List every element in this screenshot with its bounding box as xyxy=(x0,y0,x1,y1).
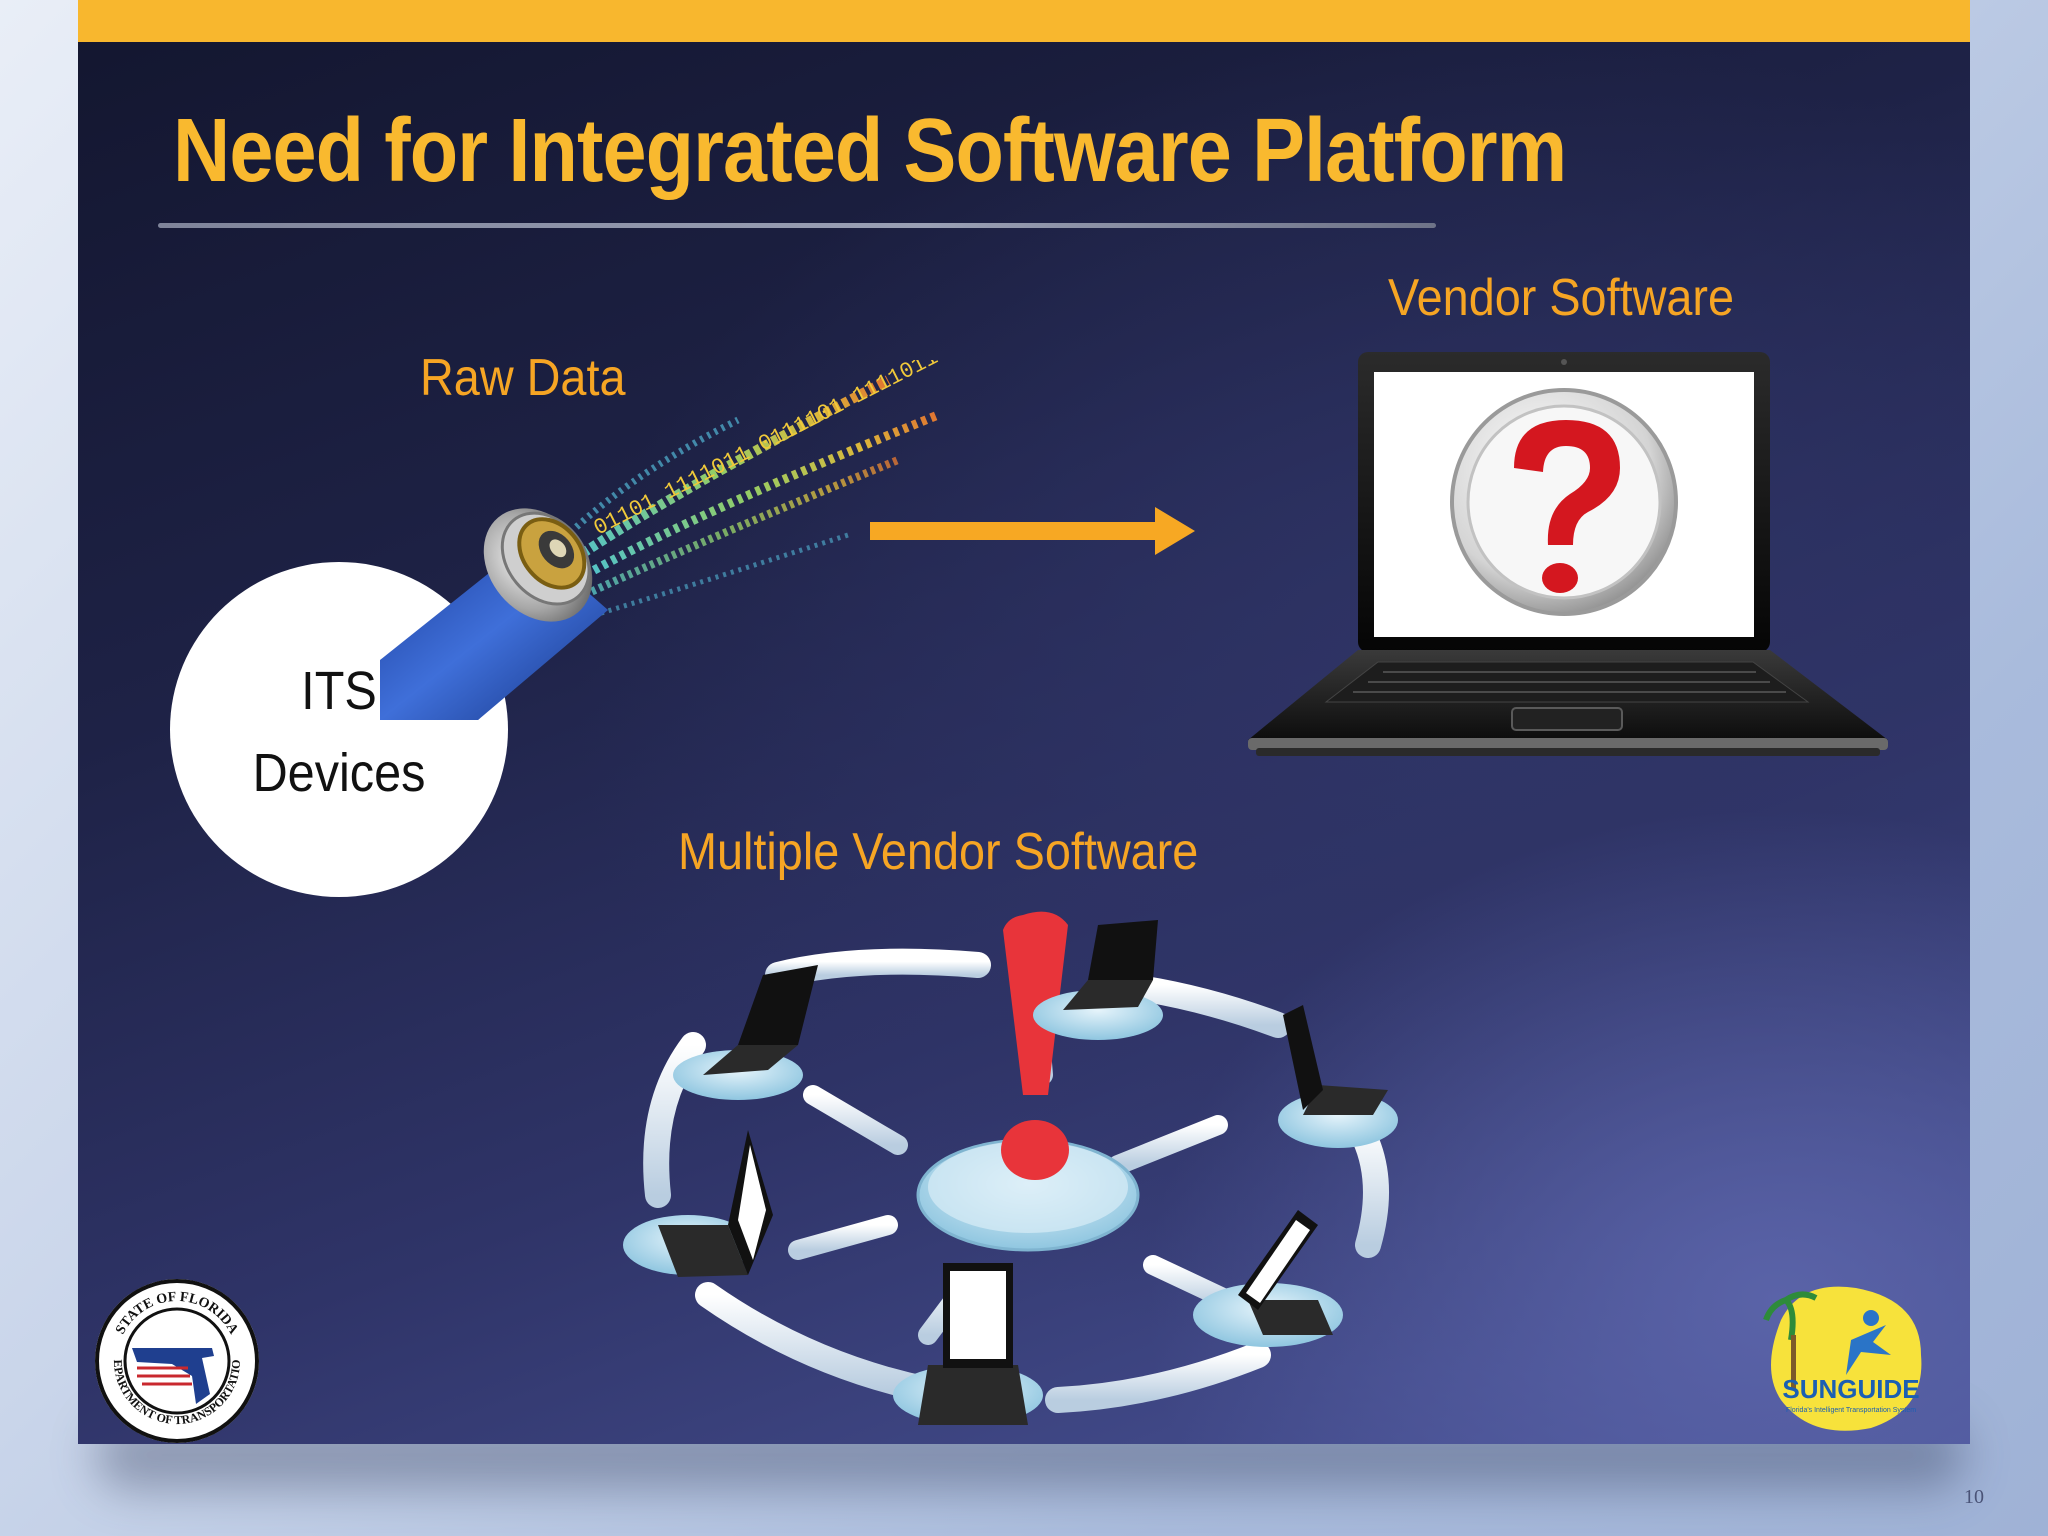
its-devices-label-line2: Devices xyxy=(252,743,426,803)
multiple-vendor-software-label: Multiple Vendor Software xyxy=(678,823,1199,881)
laptop-question-icon xyxy=(1248,352,1888,756)
page-number: 10 xyxy=(1964,1486,1984,1508)
slide-title: Need for Integrated Software Platform xyxy=(173,101,1567,201)
raw-data-label: Raw Data xyxy=(420,349,626,407)
right-arrow-icon xyxy=(870,507,1195,555)
its-devices-label-line1: ITS xyxy=(301,661,377,721)
network-cycle-icon xyxy=(623,911,1398,1425)
top-accent-bar xyxy=(78,0,1970,42)
sunguide-logo: SUNGUIDE Florida's Intelligent Transport… xyxy=(1763,1286,1922,1431)
sunguide-name: SUNGUIDE xyxy=(1782,1374,1919,1404)
slide: Need for Integrated Software Platform Ra… xyxy=(78,0,1970,1444)
vendor-software-label: Vendor Software xyxy=(1388,269,1735,327)
title-divider xyxy=(158,223,1436,228)
fdot-seal-logo: STATE OF FLORIDA DEPARTMENT OF TRANSPORT… xyxy=(92,1276,259,1443)
fiber-cable-icon: 01101 1111011 0111101 1111011 11110011 1… xyxy=(380,360,998,720)
sunguide-tagline: Florida's Intelligent Transportation Sys… xyxy=(1786,1407,1916,1414)
